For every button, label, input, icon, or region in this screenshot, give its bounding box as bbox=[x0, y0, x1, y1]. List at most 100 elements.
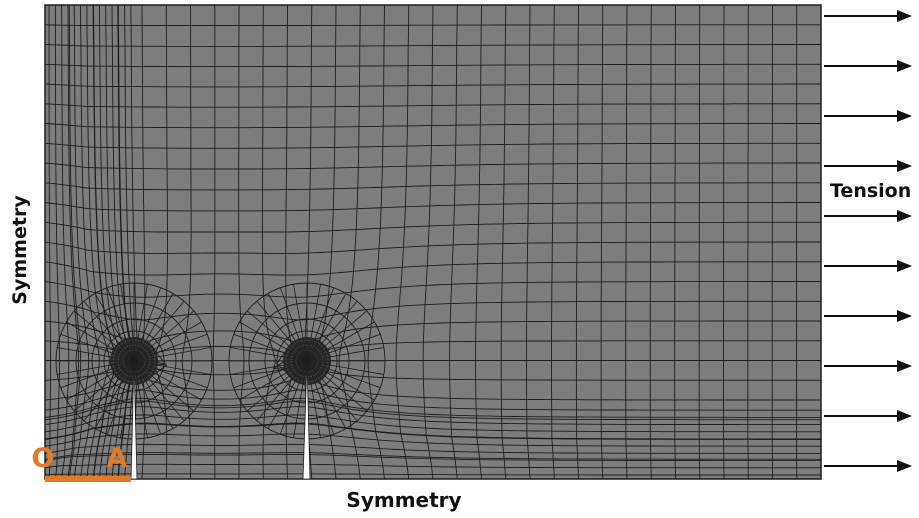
tip-ray bbox=[133, 300, 185, 362]
tip-ray bbox=[106, 287, 135, 362]
mesh-row-line bbox=[45, 473, 821, 476]
right-arrow-icon bbox=[824, 460, 912, 472]
tip-ray bbox=[306, 287, 335, 362]
mesh-row-line bbox=[45, 454, 821, 462]
crack-1 bbox=[130, 360, 138, 480]
tip-ray bbox=[306, 284, 321, 362]
mesh-row-line bbox=[45, 422, 821, 440]
tip-ray bbox=[293, 284, 308, 362]
tip-ray bbox=[233, 333, 308, 362]
tip-ray bbox=[94, 293, 135, 362]
tip-ray bbox=[133, 360, 148, 438]
tip-ray bbox=[94, 360, 135, 429]
tip-ray bbox=[83, 300, 135, 362]
tip-ray bbox=[133, 360, 162, 435]
mesh-row-line bbox=[45, 63, 821, 68]
tip-ray bbox=[60, 333, 135, 362]
finite-element-mesh bbox=[45, 5, 821, 479]
mesh-row-line bbox=[45, 123, 821, 129]
mesh-row-line bbox=[45, 406, 821, 426]
tip-ray bbox=[133, 284, 148, 362]
mesh-row-line bbox=[45, 103, 821, 108]
tip-ray bbox=[83, 360, 135, 422]
tip-ray bbox=[256, 300, 308, 362]
tip-ray bbox=[306, 321, 375, 362]
right-arrow-icon bbox=[824, 210, 912, 222]
arrow-head bbox=[897, 410, 912, 422]
left-symmetry-label: Symmetry bbox=[9, 195, 31, 305]
right-arrow-icon bbox=[824, 110, 912, 122]
tip-ray bbox=[57, 347, 135, 362]
mesh-row-line bbox=[45, 83, 821, 88]
tip-ray bbox=[133, 360, 174, 429]
tip-ray bbox=[306, 310, 368, 362]
mesh-row-line bbox=[45, 142, 821, 149]
tip-ray bbox=[133, 293, 174, 362]
tip-ray bbox=[133, 333, 208, 362]
tip-ray bbox=[306, 333, 381, 362]
arrow-head bbox=[897, 260, 912, 272]
tip-ray bbox=[267, 293, 308, 362]
tip-ray bbox=[133, 360, 185, 422]
tip-ray bbox=[133, 360, 208, 389]
tip-ray bbox=[133, 347, 211, 362]
mesh-row-line bbox=[45, 182, 821, 191]
tip-ray bbox=[306, 360, 375, 401]
arrow-head bbox=[897, 160, 912, 172]
arrow-head bbox=[897, 360, 912, 372]
tip-ray bbox=[133, 310, 195, 362]
mesh-row-line bbox=[45, 300, 821, 321]
mesh-row-line bbox=[45, 377, 821, 401]
tip-ray bbox=[60, 360, 135, 389]
tip-ray bbox=[279, 360, 308, 435]
tip-ray bbox=[73, 360, 135, 412]
mesh-row-line bbox=[45, 389, 821, 411]
mesh-row-line bbox=[45, 44, 821, 47]
mesh-row-line bbox=[45, 261, 821, 276]
mesh-row-line bbox=[45, 202, 821, 212]
tip-ray bbox=[133, 360, 202, 401]
mesh-row-line bbox=[45, 423, 821, 440]
tip-ray bbox=[66, 360, 135, 401]
mesh-row-line bbox=[45, 162, 821, 170]
mesh-row-line bbox=[45, 221, 821, 233]
arrow-head bbox=[897, 60, 912, 72]
point-a-label: A bbox=[107, 443, 128, 474]
right-arrow-icon bbox=[824, 410, 912, 422]
right-arrow-icon bbox=[824, 60, 912, 72]
tip-ray bbox=[246, 360, 308, 412]
mesh-row-line bbox=[45, 463, 821, 469]
tip-ray bbox=[246, 310, 308, 362]
tip-ray bbox=[233, 360, 308, 389]
arrow-head bbox=[897, 10, 912, 22]
bottom-symmetry-label: Symmetry bbox=[346, 488, 461, 512]
tip-ray bbox=[239, 360, 308, 401]
tip-ray bbox=[239, 321, 308, 362]
tip-ray bbox=[306, 300, 358, 362]
tip-ray bbox=[57, 360, 135, 375]
tip-ray bbox=[133, 321, 202, 362]
tip-ray bbox=[133, 360, 211, 375]
right-arrow-icon bbox=[824, 260, 912, 272]
mesh-row-line bbox=[45, 241, 821, 254]
arrow-head bbox=[897, 460, 912, 472]
mesh-row-line bbox=[45, 340, 821, 368]
right-arrow-icon bbox=[824, 160, 912, 172]
tension-label: Tension bbox=[830, 180, 911, 202]
right-arrow-icon bbox=[824, 360, 912, 372]
tip-ray bbox=[106, 360, 135, 435]
tip-ray bbox=[133, 360, 195, 412]
crack-tip-refinements bbox=[55, 282, 386, 440]
arrow-head bbox=[897, 110, 912, 122]
tip-ray bbox=[306, 360, 381, 389]
right-arrow-icon bbox=[824, 10, 912, 22]
crack-tip-zone-2 bbox=[228, 282, 386, 440]
tip-ray bbox=[279, 287, 308, 362]
tip-ray bbox=[66, 321, 135, 362]
arrow-head bbox=[897, 210, 912, 222]
point-o-label: O bbox=[32, 443, 55, 474]
tip-ray bbox=[306, 360, 335, 435]
crack-2 bbox=[302, 360, 311, 480]
mesh-row-line bbox=[45, 433, 821, 447]
